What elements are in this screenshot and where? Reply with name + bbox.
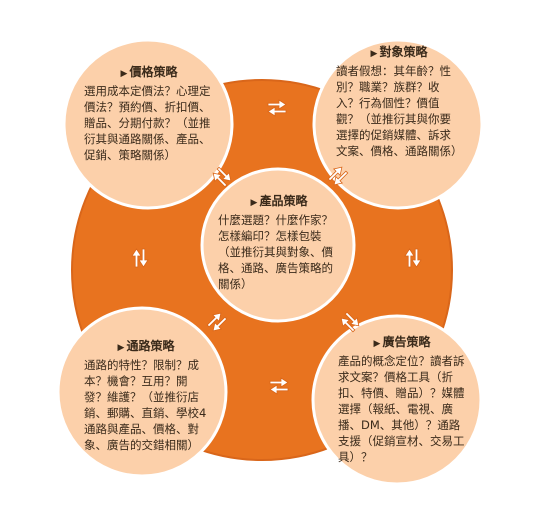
node-channel-body: 通路的特性？限制？成本？機會？互用？開發？維護？（並推衍店銷、郵購、直銷、學校4… <box>84 358 207 452</box>
node-target-title-text: 對象策略 <box>379 45 428 59</box>
node-target-body: 讀者假想：其年齡？性別？職業？族群？收入？行為個性？價值觀？（並推衍其與你要選擇… <box>336 64 463 158</box>
node-advert-title: ▶廣告策略 <box>338 334 466 352</box>
node-advert-body: 產品的概念定位？讀者訴求文案？價格工具（折扣、特價、贈品）？媒體選擇（報紙、電視… <box>338 354 465 464</box>
node-price-body: 選用成本定價法？心理定價法？預約價、折扣價、贈品、分期付款？（並推衍其與通路關係… <box>84 84 211 162</box>
node-channel-title: ▶通路策略 <box>84 338 208 356</box>
triangle-right-icon: ▶ <box>250 198 258 208</box>
arrow-target-product <box>327 166 349 186</box>
arrow-advert-product <box>340 311 360 333</box>
arrow-price-target <box>267 99 287 117</box>
node-circle-advert <box>311 314 483 486</box>
triangle-right-icon: ▶ <box>373 339 381 349</box>
node-channel: ▶通路策略 通路的特性？限制？成本？機會？互用？開發？維護？（並推衍店銷、郵購、… <box>84 338 208 453</box>
arrow-layer <box>131 99 422 395</box>
node-advert-title-text: 廣告策略 <box>382 335 431 349</box>
node-price-title-text: 價格策略 <box>129 65 178 79</box>
node-price: ▶價格策略 選用成本定價法？心理定價法？預約價、折扣價、贈品、分期付款？（並推衍… <box>84 64 214 163</box>
node-target: ▶對象策略 讀者假想：其年齡？性別？職業？族群？收入？行為個性？價值觀？（並推衍… <box>336 44 463 159</box>
arrow-price-channel <box>131 248 149 268</box>
arrow-price-product <box>212 166 232 188</box>
triangle-right-icon: ▶ <box>117 343 125 353</box>
node-product-title: ▶產品策略 <box>218 193 340 211</box>
arrow-channel-advert <box>269 377 289 395</box>
arrow-channel-product <box>206 312 228 332</box>
node-target-title: ▶對象策略 <box>336 44 462 62</box>
node-circle-target <box>312 38 484 210</box>
arrow-target-advert <box>404 248 422 268</box>
triangle-right-icon: ▶ <box>370 49 378 59</box>
node-advert: ▶廣告策略 產品的概念定位？讀者訴求文案？價格工具（折扣、特價、贈品）？媒體選擇… <box>338 334 466 465</box>
node-circle-channel <box>56 306 228 478</box>
node-product-body: 什麼選題？什麼作家？怎樣編印？怎樣包裝（並推衍其與對象、價格、通路、廣告策略的關… <box>218 213 333 291</box>
node-product: ▶產品策略 什麼選題？什麼作家？怎樣編印？怎樣包裝（並推衍其與對象、價格、通路、… <box>218 193 340 292</box>
node-product-title-text: 產品策略 <box>259 194 308 208</box>
node-channel-title-text: 通路策略 <box>126 339 175 353</box>
node-price-title: ▶價格策略 <box>84 64 214 82</box>
node-circle-product <box>200 167 356 323</box>
triangle-right-icon: ▶ <box>120 69 128 79</box>
node-circle-price <box>62 38 234 210</box>
